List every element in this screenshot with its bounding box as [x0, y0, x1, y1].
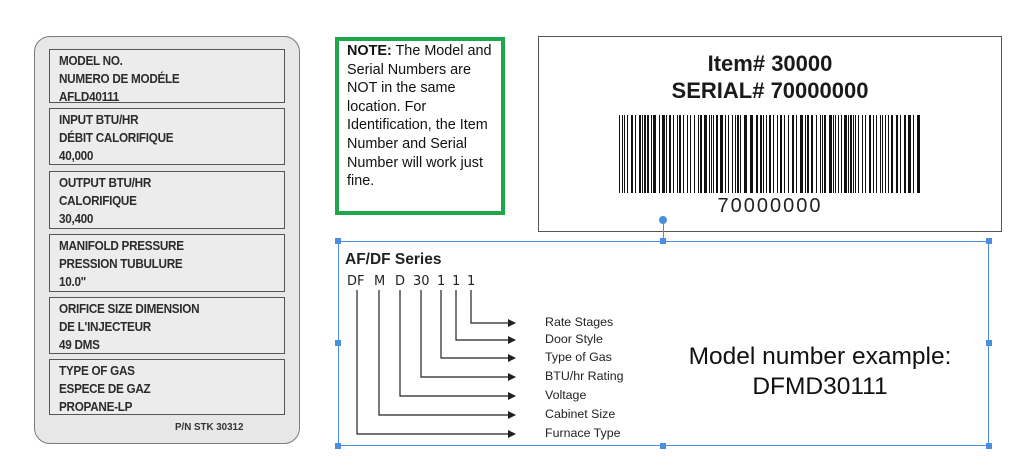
rotate-handle[interactable]: [659, 216, 667, 224]
plate-line: DÉBIT CALORIFIQUE: [59, 131, 174, 145]
plate-line: ESPECE DE GAZ: [59, 382, 151, 396]
model-code-part: D: [395, 274, 406, 289]
model-code-part: 1: [452, 274, 461, 289]
leader-rate-stages: [470, 290, 516, 327]
manifold-pressure-box: MANIFOLD PRESSURE PRESSION TUBULURE 10.0…: [49, 234, 285, 292]
series-title: AF/DF Series: [345, 251, 442, 268]
plate-line: 40,000: [59, 149, 94, 163]
legend-furnace-type: Furnace Type: [545, 426, 621, 440]
item-number: Item# 30000: [707, 51, 833, 76]
plate-line: 30,400: [59, 212, 94, 226]
output-btu-box: OUTPUT BTU/HR CALORIFIQUE 30,400: [49, 171, 285, 229]
gas-type-box: TYPE OF GAS ESPECE DE GAZ PROPANE-LP: [49, 359, 285, 415]
plate-line: AFLD40111: [59, 90, 119, 104]
part-number: P/N STK 30312: [175, 421, 244, 433]
model-example-caption: Model number example:: [688, 343, 952, 370]
model-code-part: 1: [437, 274, 446, 289]
leader-furnace-type: [356, 290, 516, 438]
leader-door-style: [455, 290, 516, 344]
note-text: The Model and Serial Numbers are NOT in …: [347, 43, 492, 190]
resize-handle-s[interactable]: [660, 443, 666, 449]
plate-line: MANIFOLD PRESSURE: [59, 239, 184, 253]
resize-handle-e[interactable]: [986, 340, 992, 346]
plate-line: 49 DMS: [59, 338, 100, 352]
note-label: NOTE:: [347, 43, 392, 59]
resize-handle-se[interactable]: [986, 443, 992, 449]
plate-line: OUTPUT BTU/HR: [59, 176, 152, 190]
plate-line: INPUT BTU/HR: [59, 113, 139, 127]
orifice-size-box: ORIFICE SIZE DIMENSION DE L'INJECTEUR 49…: [49, 297, 285, 354]
model-code-part: M: [374, 274, 386, 289]
plate-line: DE L'INJECTEUR: [59, 320, 151, 334]
barcode-icon: [619, 115, 920, 193]
barcode-number: 70000000: [717, 195, 823, 217]
model-code-part: DF: [347, 274, 365, 289]
plate-line: MODEL NO.: [59, 54, 123, 68]
leader-type-of-gas: [440, 290, 516, 362]
input-btu-box: INPUT BTU/HR DÉBIT CALORIFIQUE 40,000: [49, 108, 285, 165]
resize-handle-ne[interactable]: [986, 238, 992, 244]
model-example-value: DFMD30111: [752, 373, 888, 400]
legend-door-style: Door Style: [545, 332, 603, 346]
legend-rate-stages: Rate Stages: [545, 315, 614, 329]
note-box: NOTE: The Model and Serial Numbers are N…: [335, 37, 505, 215]
plate-line: PROPANE-LP: [59, 400, 133, 414]
leader-cabinet-size: [378, 290, 516, 419]
plate-line: TYPE OF GAS: [59, 364, 135, 378]
resize-handle-n[interactable]: [660, 238, 666, 244]
legend-cabinet-size: Cabinet Size: [545, 407, 616, 421]
plate-line: NUMERO DE MODÉLE: [59, 72, 180, 86]
serial-number: SERIAL# 70000000: [671, 78, 869, 103]
resize-handle-nw[interactable]: [335, 238, 341, 244]
model-code-part: 30: [413, 274, 430, 289]
resize-handle-w[interactable]: [335, 340, 341, 346]
serial-label: Item# 30000 SERIAL# 70000000 70000000: [538, 36, 1002, 232]
plate-line: ORIFICE SIZE DIMENSION: [59, 302, 200, 316]
resize-handle-sw[interactable]: [335, 443, 341, 449]
legend-btu-rating: BTU/hr Rating: [545, 369, 624, 383]
legend-type-of-gas: Type of Gas: [545, 350, 612, 364]
legend-voltage: Voltage: [545, 388, 587, 402]
plate-line: 10.0": [59, 275, 86, 289]
rotate-stem: [663, 220, 665, 241]
model-code-part: 1: [467, 274, 476, 289]
plate-line: PRESSION TUBULURE: [59, 257, 183, 271]
leader-voltage: [399, 290, 516, 400]
leader-btu-rating: [420, 290, 516, 381]
rating-plate: MODEL NO. NUMERO DE MODÉLE AFLD40111 INP…: [34, 36, 300, 444]
model-number-box: MODEL NO. NUMERO DE MODÉLE AFLD40111: [49, 49, 285, 104]
plate-line: CALORIFIQUE: [59, 194, 137, 208]
